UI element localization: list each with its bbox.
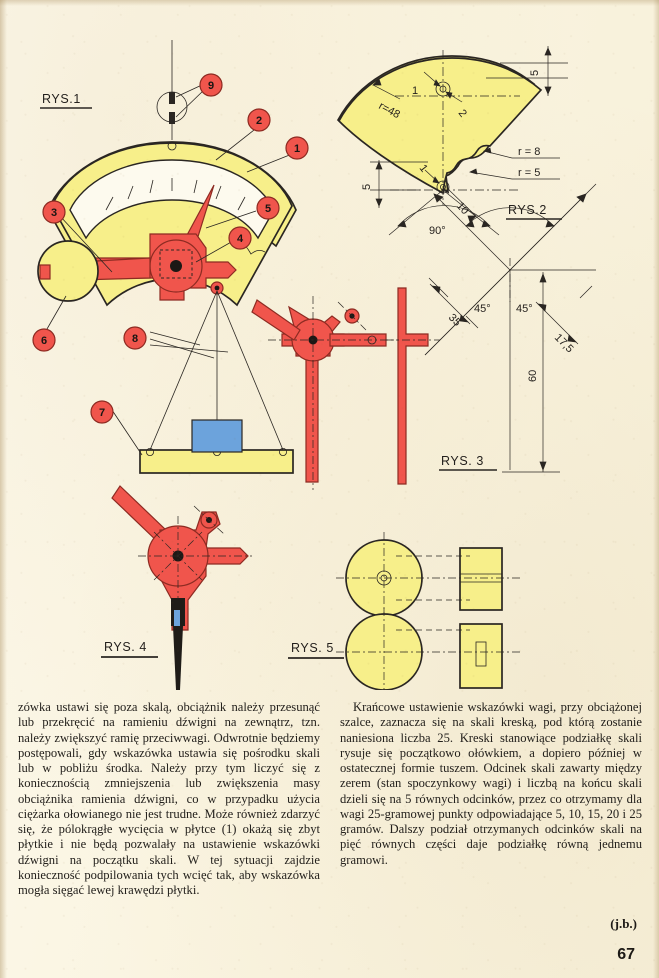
callout-3: 3 xyxy=(42,200,66,224)
svg-text:3: 3 xyxy=(51,207,57,219)
page-edge-left xyxy=(0,0,7,978)
rys2-dim-r8: r = 8 xyxy=(518,146,540,158)
callout-2: 2 xyxy=(247,108,271,132)
svg-text:9: 9 xyxy=(208,80,214,92)
rys3-angle-right: 45° xyxy=(516,303,533,315)
author-byline: (j.b.) xyxy=(610,916,637,931)
rys2-dim-5a: 5 xyxy=(529,70,541,76)
callout-6: 6 xyxy=(32,328,56,352)
svg-text:7: 7 xyxy=(99,407,105,419)
body-text: zówka ustawi się poza skalą, obciążnik n… xyxy=(18,700,643,932)
figure-rys1: RYS.1 xyxy=(32,40,309,474)
rys1-label: RYS.1 xyxy=(42,92,81,106)
rys3-dim-60: 60 xyxy=(527,370,539,382)
rys5-label: RYS. 5 xyxy=(291,641,334,655)
rys2-dim-r5: r = 5 xyxy=(518,167,540,179)
figure-rys5: RYS. 5 xyxy=(288,532,520,690)
figure-rys2: 1 2 1 r=48 r = 8 r = 5 xyxy=(336,46,568,237)
figure-rys4: RYS. 4 xyxy=(101,485,252,690)
rys2-dim-10: 10 xyxy=(454,200,471,217)
callout-7: 7 xyxy=(90,400,114,424)
page-number: 67 xyxy=(617,946,635,963)
figure-rys3: RYS. 3 xyxy=(251,183,597,490)
rys1-callouts: 1 2 3 4 5 xyxy=(32,73,309,424)
svg-text:8: 8 xyxy=(132,333,138,345)
svg-text:5: 5 xyxy=(265,203,271,215)
svg-text:2: 2 xyxy=(256,115,262,127)
callout-4: 4 xyxy=(228,226,252,250)
callout-9: 9 xyxy=(199,73,223,97)
rys3-dim-175: 17,5 xyxy=(552,332,576,356)
technical-figures: .ln{stroke:#2a2622;fill:none;} .thin{str… xyxy=(32,40,597,690)
page-edge-top xyxy=(0,0,659,6)
right-column: Krańcowe ustawienie wskazówki wagi, przy… xyxy=(340,700,642,932)
left-column: zówka ustawi się poza skalą, obciążnik n… xyxy=(18,700,320,932)
svg-text:4: 4 xyxy=(237,233,244,245)
rys2-dim-90: 90° xyxy=(429,225,446,237)
svg-text:1: 1 xyxy=(294,143,300,155)
rys2-dim-1: 1 xyxy=(412,85,418,97)
right-column-paragraph: Krańcowe ustawienie wskazówki wagi, przy… xyxy=(340,700,642,867)
left-column-paragraph: zówka ustawi się poza skalą, obciążnik n… xyxy=(18,700,320,897)
callout-8: 8 xyxy=(123,326,147,350)
rys3-angle-left: 45° xyxy=(474,303,491,315)
rys4-label: RYS. 4 xyxy=(104,640,147,654)
callout-5: 5 xyxy=(256,196,280,220)
page-edge-right xyxy=(653,0,659,978)
rys3-label: RYS. 3 xyxy=(441,454,484,468)
svg-text:6: 6 xyxy=(41,335,47,347)
rys2-dim-5b: 5 xyxy=(361,184,373,190)
callout-1: 1 xyxy=(285,136,309,160)
